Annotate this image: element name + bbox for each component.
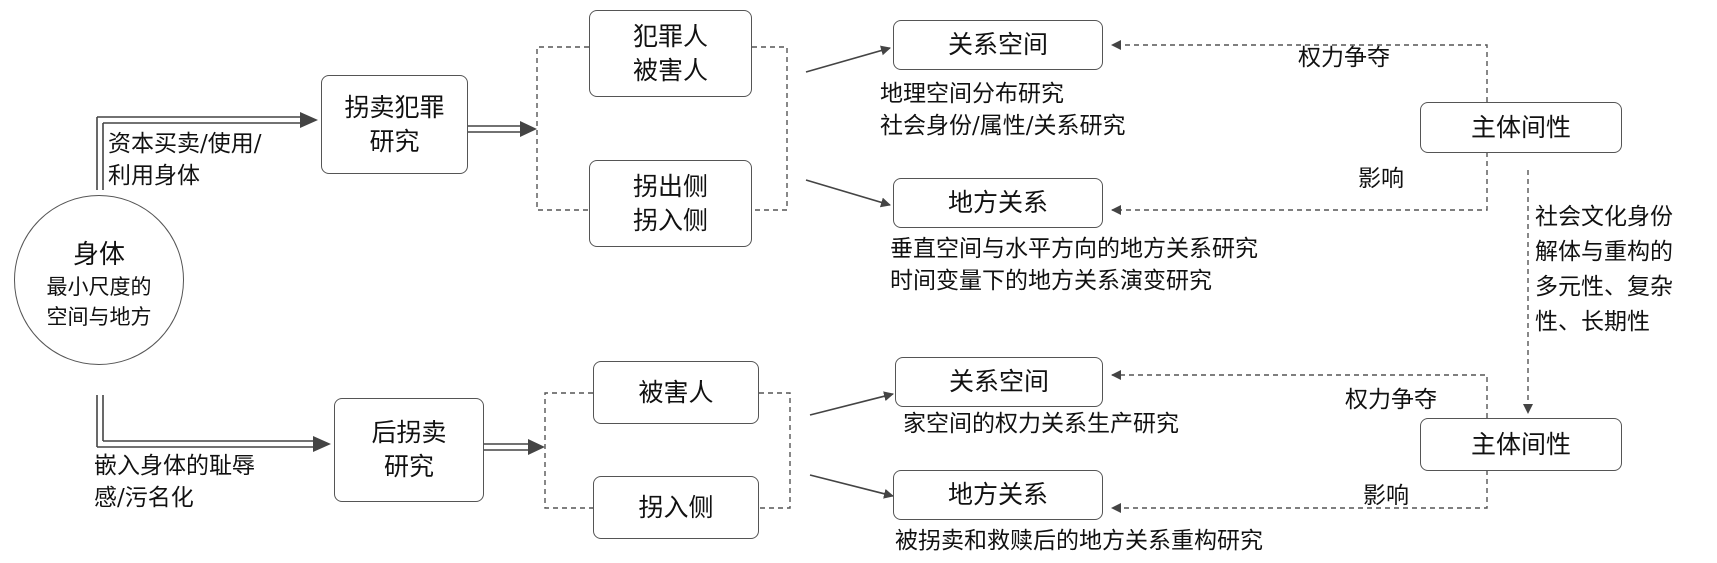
dashed-power-bottom — [1111, 370, 1488, 418]
body-node: 身体 最小尺度的 空间与地方 — [14, 195, 184, 365]
upper-relational-space-topics: 地理空间分布研究 社会身份/属性/关系研究 — [880, 81, 1126, 139]
lower-place-relation-topics: 被拐卖和救赎后的地方关系重构研究 — [895, 528, 1263, 554]
upper-place-relation-box: 地方关系 — [893, 178, 1103, 228]
lower-relational-space-box: 关系空间 — [895, 357, 1103, 407]
upper-relational-space-box: 关系空间 — [893, 20, 1103, 70]
arrow-to-lower-place-relation — [809, 474, 894, 499]
dashed-influence-bottom — [1111, 470, 1488, 513]
lower-research-box: 后拐卖 研究 — [334, 398, 484, 502]
lower-branch-label: 嵌入身体的耻辱 感/污名化 — [94, 453, 255, 511]
lower-place-relation-box: 地方关系 — [893, 470, 1103, 520]
upper-research-box: 拐卖犯罪 研究 — [321, 75, 468, 174]
upper-right-bracket — [752, 46, 788, 211]
lower-relational-space-topics: 家空间的权力关系生产研究 — [903, 411, 1179, 437]
arrow-to-upper-relational-space — [805, 45, 891, 73]
lower-intersubjectivity-box: 主体间性 — [1420, 418, 1622, 471]
lower-actors-victim: 被害人 — [593, 361, 759, 424]
double-arrow-lower-research-to-actors — [484, 439, 545, 455]
double-arrow-body-to-upper-research — [96, 112, 318, 190]
influence-top-label: 影响 — [1358, 166, 1404, 192]
lower-right-bracket — [759, 392, 791, 509]
power-bottom-label: 权力争夺 — [1345, 387, 1437, 413]
upper-branch-label: 资本买卖/使用/ 利用身体 — [108, 131, 262, 189]
upper-actors-source-destination: 拐出侧 拐入侧 — [589, 160, 752, 247]
double-arrow-upper-research-to-actors — [468, 121, 537, 137]
arrow-to-lower-relational-space — [809, 391, 894, 416]
upper-intersubjectivity-box: 主体间性 — [1420, 102, 1622, 153]
body-node-title: 身体 — [72, 240, 125, 270]
lower-left-bracket — [544, 392, 593, 509]
influence-bottom-label: 影响 — [1363, 483, 1409, 509]
upper-left-bracket — [536, 46, 589, 211]
upper-actors-offender-victim: 犯罪人 被害人 — [589, 10, 752, 97]
upper-place-relation-topics: 垂直空间与水平方向的地方关系研究 时间变量下的地方关系演变研究 — [890, 236, 1258, 294]
sociocultural-label: 社会文化身份 解体与重构的 多元性、复杂 性、长期性 — [1535, 204, 1673, 335]
dashed-power-top — [1111, 40, 1488, 102]
lower-actors-destination: 拐入侧 — [593, 476, 759, 539]
body-node-subtitle: 最小尺度的 空间与地方 — [46, 275, 152, 329]
arrow-to-upper-place-relation — [805, 179, 891, 208]
dashed-influence-top — [1111, 152, 1488, 215]
double-arrow-body-to-lower-research — [96, 395, 331, 452]
power-top-label: 权力争夺 — [1298, 45, 1390, 71]
